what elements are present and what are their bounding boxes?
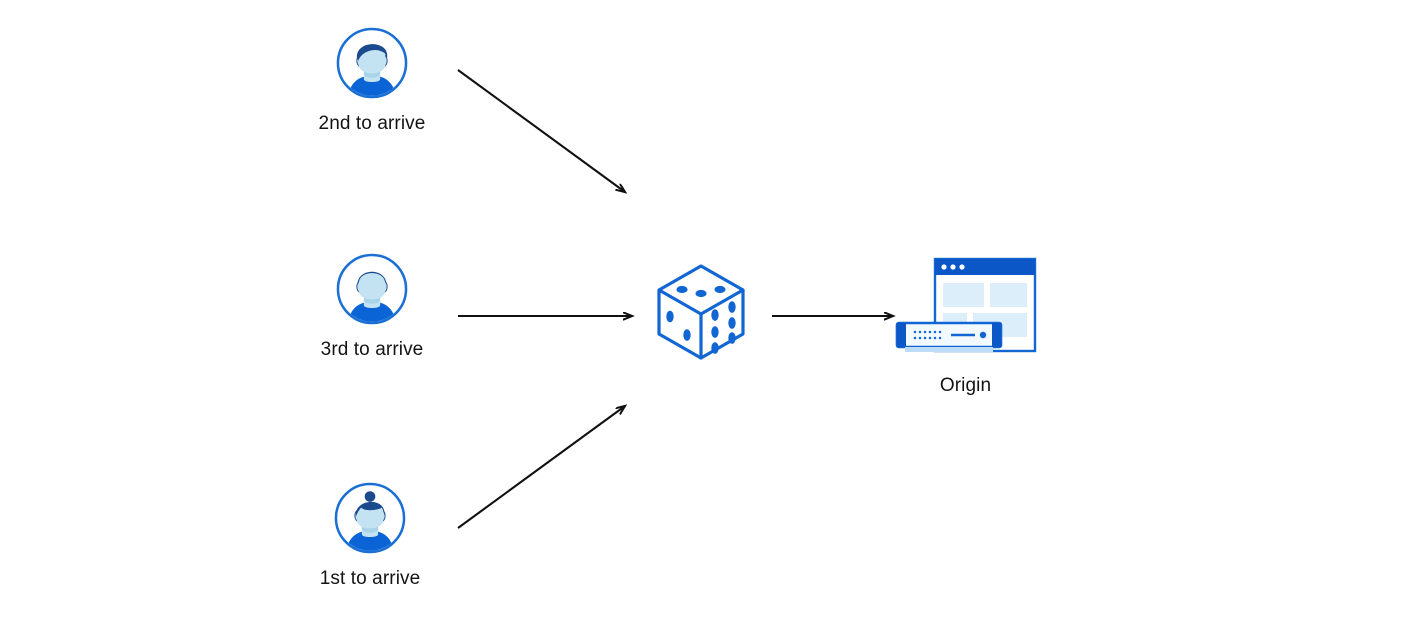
server-device-icon — [895, 321, 1002, 352]
avatar-male-buzz-cut-icon — [336, 253, 408, 325]
arrow-first-to-dice — [457, 406, 625, 529]
client-node-first[interactable]: 1st to arrive — [295, 481, 445, 591]
dice-cube-icon — [657, 264, 745, 360]
avatar-female-bun-icon — [334, 482, 406, 554]
client-node-third[interactable]: 3rd to arrive — [297, 252, 447, 362]
origin-label: Origin — [939, 375, 992, 396]
client-label-second: 2nd to arrive — [318, 113, 426, 134]
origin-server-browser-icon — [895, 257, 1036, 353]
client-label-third: 3rd to arrive — [320, 339, 424, 360]
avatar-male-short-hair-icon — [336, 27, 408, 99]
client-node-second[interactable]: 2nd to arrive — [297, 26, 447, 136]
arrow-second-to-dice — [457, 69, 625, 192]
client-label-first: 1st to arrive — [319, 568, 421, 589]
origin-node[interactable]: Origin — [888, 255, 1043, 398]
dice-node[interactable] — [653, 262, 749, 362]
